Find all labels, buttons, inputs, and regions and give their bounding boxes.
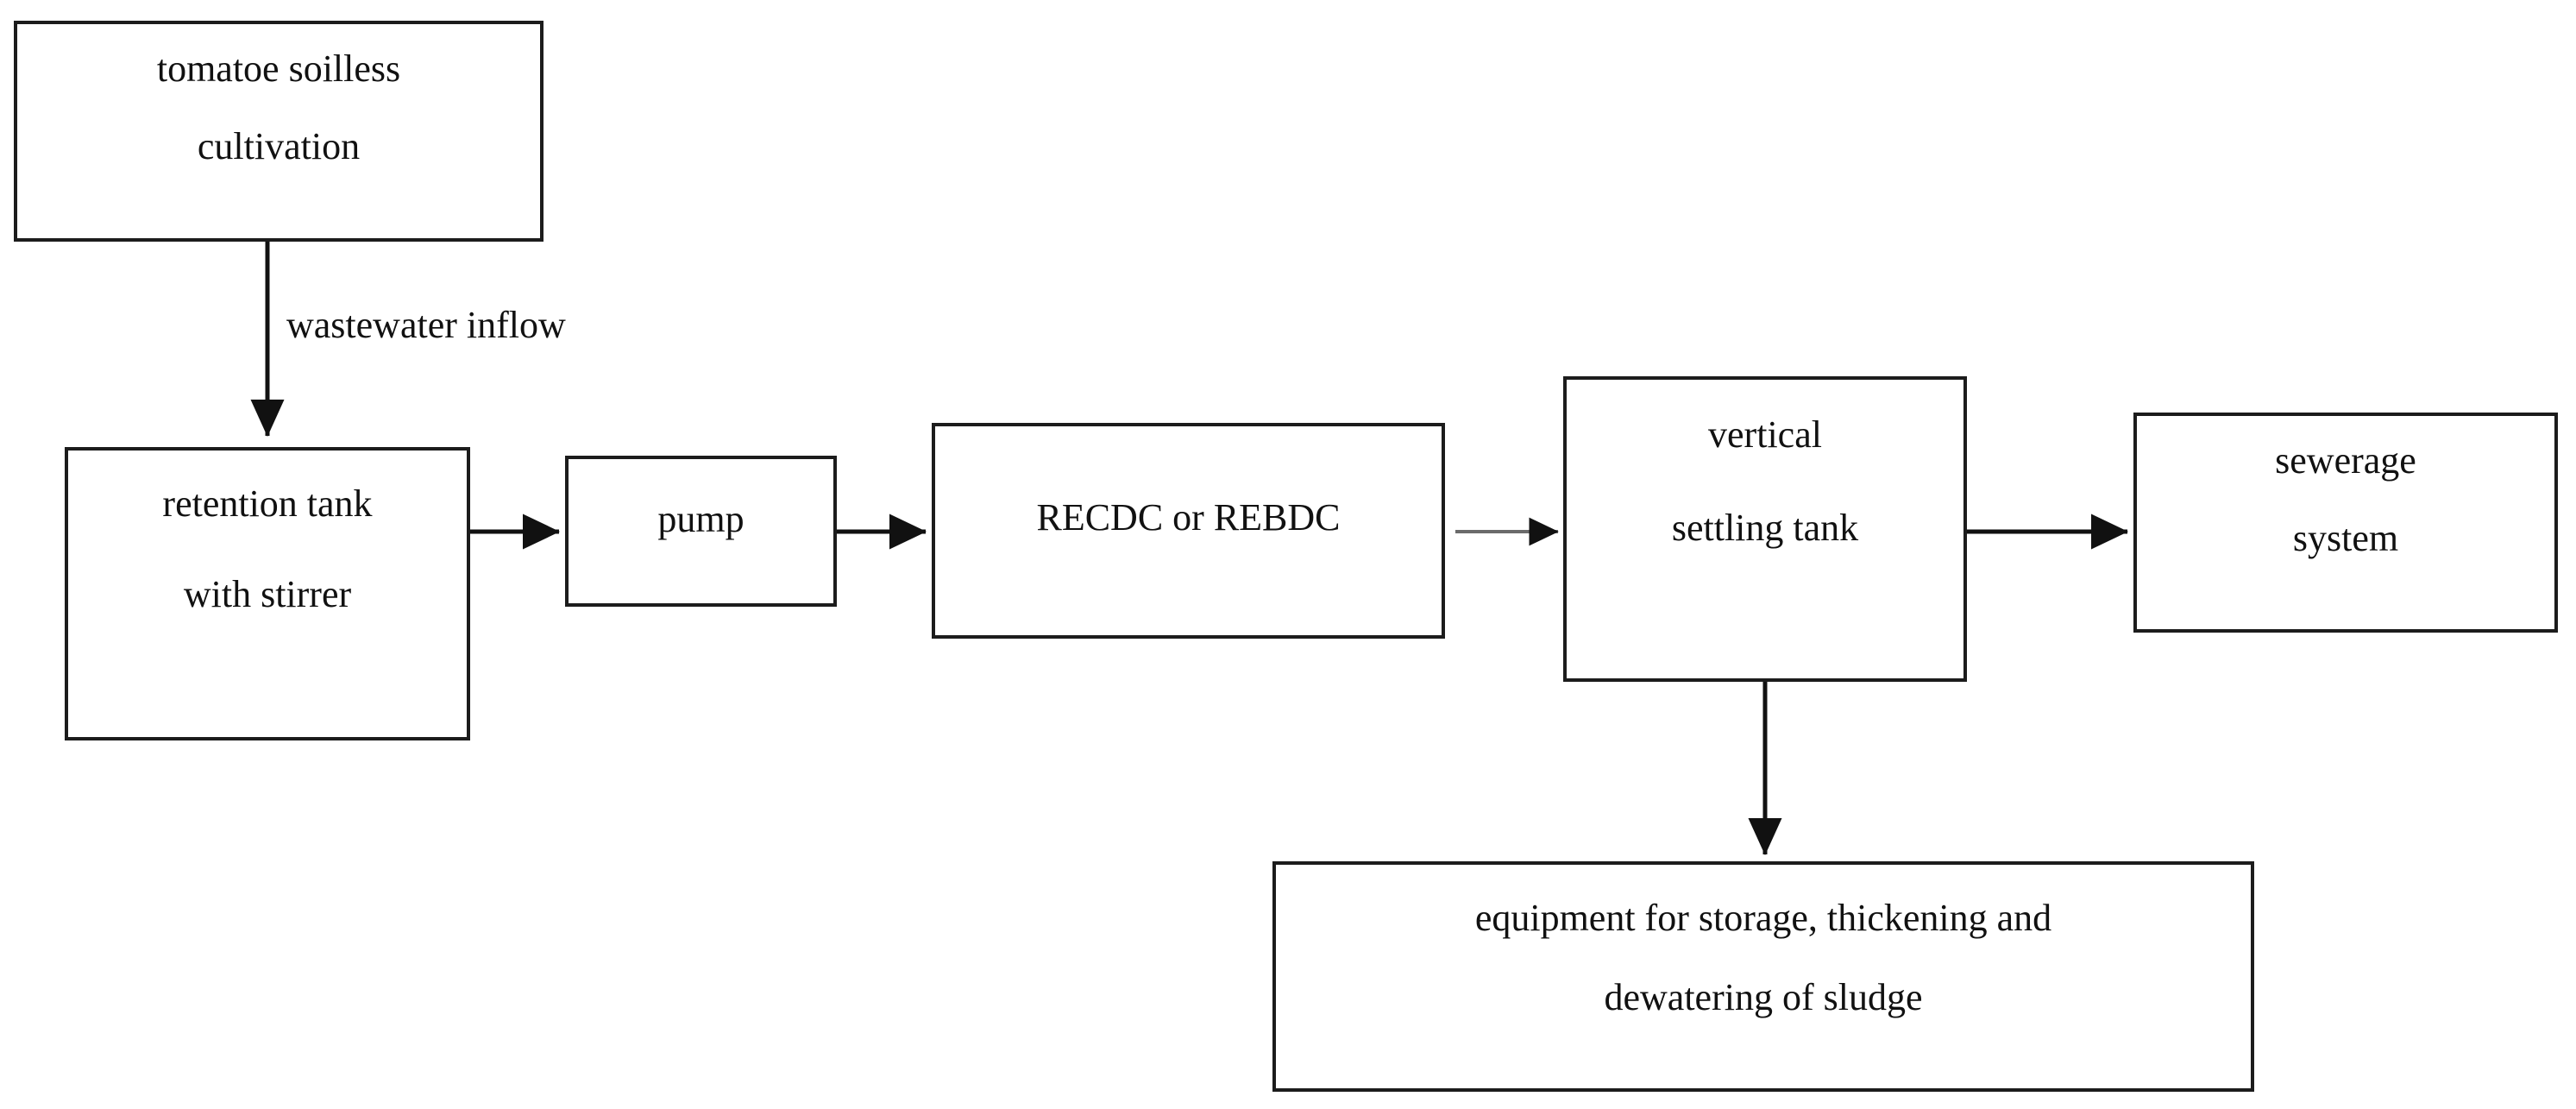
node-pump[interactable]: pump	[565, 456, 837, 607]
node-label-line-2: dewatering of sludge	[1604, 976, 1923, 1018]
node-label-line-1: equipment for storage, thickening and	[1474, 897, 2052, 939]
node-label-line-1: pump	[657, 498, 745, 540]
node-label-line-1: retention tank	[162, 482, 373, 525]
node-label-line-1: vertical	[1708, 413, 1822, 456]
node-label-line-2: with stirrer	[183, 573, 352, 615]
node-sludge-equipment[interactable]: equipment for storage, thickening and de…	[1272, 861, 2254, 1092]
node-label-line-1: sewerage	[2275, 439, 2416, 482]
node-label-line-2: settling tank	[1671, 507, 1859, 549]
node-label-line-2: system	[2292, 517, 2399, 559]
node-label-line-2: cultivation	[197, 125, 361, 167]
node-recdc-or-rebdc[interactable]: RECDC or REBDC	[932, 423, 1445, 639]
edge-label-wastewater-inflow: wastewater inflow	[286, 304, 566, 346]
node-tomatoe-soilless-cultivation[interactable]: tomatoe soilless cultivation	[14, 21, 543, 242]
node-sewerage-system[interactable]: sewerage system	[2133, 413, 2558, 633]
node-retention-tank-with-stirrer[interactable]: retention tank with stirrer	[65, 447, 470, 740]
node-vertical-settling-tank[interactable]: vertical settling tank	[1563, 376, 1967, 682]
node-label-line-1: RECDC or REBDC	[1036, 496, 1341, 539]
node-label-line-1: tomatoe soilless	[156, 47, 401, 90]
